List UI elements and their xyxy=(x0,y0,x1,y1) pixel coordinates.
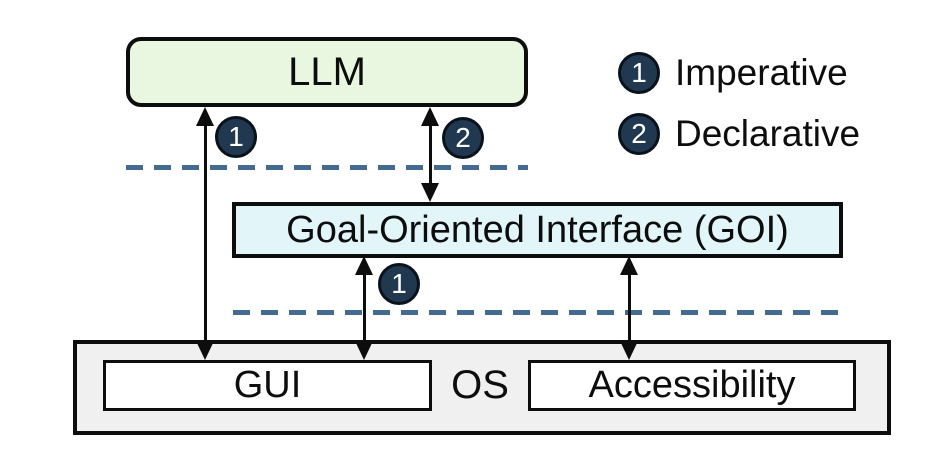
arrow-goi-accessibility xyxy=(620,256,638,360)
badge-imperative-goi-gui: 1 xyxy=(378,263,420,305)
arrowhead-down-icon xyxy=(620,341,638,360)
arrowhead-down-icon xyxy=(355,341,373,360)
os-label: OS xyxy=(451,363,509,407)
arrow-goi-gui xyxy=(355,256,373,360)
legend-label-declarative: Declarative xyxy=(675,113,861,154)
legend: 1 Imperative 2 Declarative xyxy=(618,52,860,155)
arrowhead-up-icon xyxy=(620,256,638,275)
llm-label: LLM xyxy=(288,49,366,94)
legend-badge-2: 2 xyxy=(618,113,660,155)
arrowhead-down-icon xyxy=(421,183,439,202)
legend-label-imperative: Imperative xyxy=(675,52,848,93)
gui-label: GUI xyxy=(233,364,302,406)
legend-badge-1: 1 xyxy=(618,52,660,94)
badge-imperative-llm-gui: 1 xyxy=(215,116,257,158)
legend-item-imperative: 1 Imperative xyxy=(618,52,860,94)
accessibility-label: Accessibility xyxy=(588,364,796,406)
arrowhead-down-icon xyxy=(196,341,214,360)
accessibility-box: Accessibility xyxy=(528,360,856,411)
badge-declarative-llm-goi: 2 xyxy=(442,117,484,159)
arrowhead-up-icon xyxy=(355,256,373,275)
arrow-llm-gui xyxy=(196,107,214,360)
gui-box: GUI xyxy=(103,360,432,411)
arrow-llm-goi xyxy=(421,107,439,202)
arrowhead-up-icon xyxy=(421,107,439,126)
goi-label: Goal-Oriented Interface (GOI) xyxy=(286,208,789,251)
llm-box: LLM xyxy=(126,37,528,107)
legend-item-declarative: 2 Declarative xyxy=(618,113,860,155)
dashed-separator-top xyxy=(126,165,528,170)
goi-box: Goal-Oriented Interface (GOI) xyxy=(232,202,843,258)
dashed-separator-bottom xyxy=(233,310,843,315)
arrowhead-up-icon xyxy=(196,107,214,126)
